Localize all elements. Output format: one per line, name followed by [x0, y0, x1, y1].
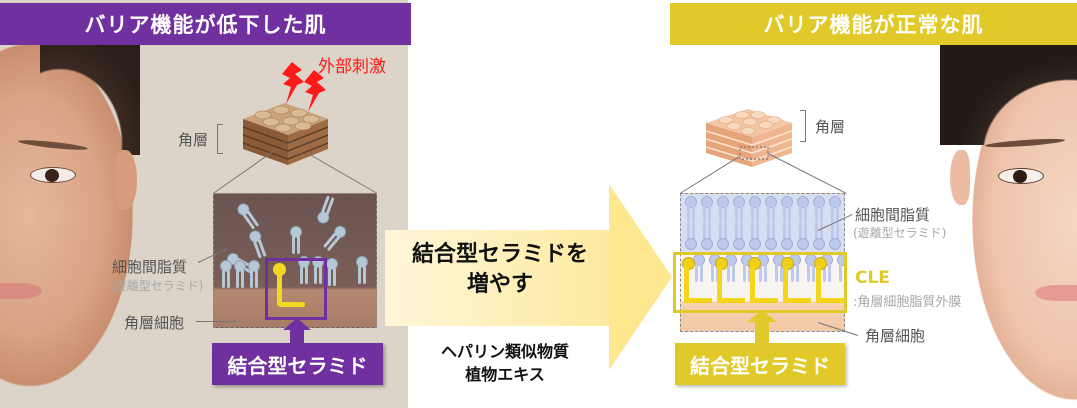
process-arrow-text: 結合型セラミドを 増やす [385, 240, 615, 300]
up-arrow-icon [747, 310, 777, 322]
right-arrow-icon [609, 184, 672, 370]
process-line-1: 結合型セラミドを [411, 242, 588, 267]
healthy-face-hair [940, 45, 1077, 145]
corneocyte-label-left: 角層細胞 [124, 314, 185, 332]
process-line-2: 増やす [466, 272, 533, 297]
up-arrow-icon [290, 329, 304, 344]
healthy-face-ear [950, 150, 970, 205]
damaged-stratum-corneum-cube [242, 103, 329, 165]
corneocyte-label-right: 角層細胞 [865, 327, 926, 345]
leader-line [196, 321, 236, 322]
stratum-corneum-label-left: 角層 [178, 131, 209, 149]
bound-ceramide-badge-left: 結合型セラミド [212, 343, 383, 385]
aged-face-lip [0, 283, 42, 299]
free-ceramide-label-right: (遊離型セラミド) [853, 226, 947, 240]
healthy-face-lip [1035, 285, 1077, 301]
right-header: バリア機能が正常な肌 [670, 3, 1077, 45]
up-arrow-icon [283, 318, 311, 330]
ingredient-plant-extract: 植物エキス [465, 365, 545, 384]
right-arrow-icon [385, 230, 610, 326]
ingredients-text: ヘパリン類似物質 植物エキス [410, 340, 600, 386]
bound-ceramide-molecule [277, 266, 282, 306]
ingredient-heparinoid: ヘパリン類似物質 [440, 342, 569, 361]
intercellular-lipid-label-left: 細胞間脂質 [112, 258, 188, 276]
lightning-bolt-icon [282, 62, 326, 112]
left-header: バリア機能が低下した肌 [0, 3, 411, 45]
aged-face-eye [30, 167, 76, 183]
healthy-face-eye [998, 168, 1044, 184]
aged-face-ear [115, 150, 137, 210]
external-stimulus-label: 外部刺激 [318, 57, 386, 77]
intercellular-lipid-label-right: 細胞間脂質 [855, 206, 931, 224]
zoom-connector-line [767, 153, 847, 194]
free-ceramide-label-left: (遊離型セラミド) [110, 279, 204, 293]
stratum-corneum-label-right: 角層 [815, 118, 846, 136]
bound-ceramide-molecule [273, 263, 286, 276]
bound-ceramide-badge-right: 結合型セラミド [675, 343, 845, 385]
cle-title: CLE [855, 268, 890, 288]
bound-ceramide-molecule [279, 302, 305, 307]
stratum-corneum-bracket [800, 110, 806, 142]
stratum-corneum-bracket [217, 124, 223, 154]
healthy-stratum-corneum-cube [705, 109, 793, 167]
aged-face-hair [40, 45, 140, 155]
cle-description: :角層細胞脂質外膜 [853, 295, 962, 310]
up-arrow-icon [755, 321, 769, 344]
